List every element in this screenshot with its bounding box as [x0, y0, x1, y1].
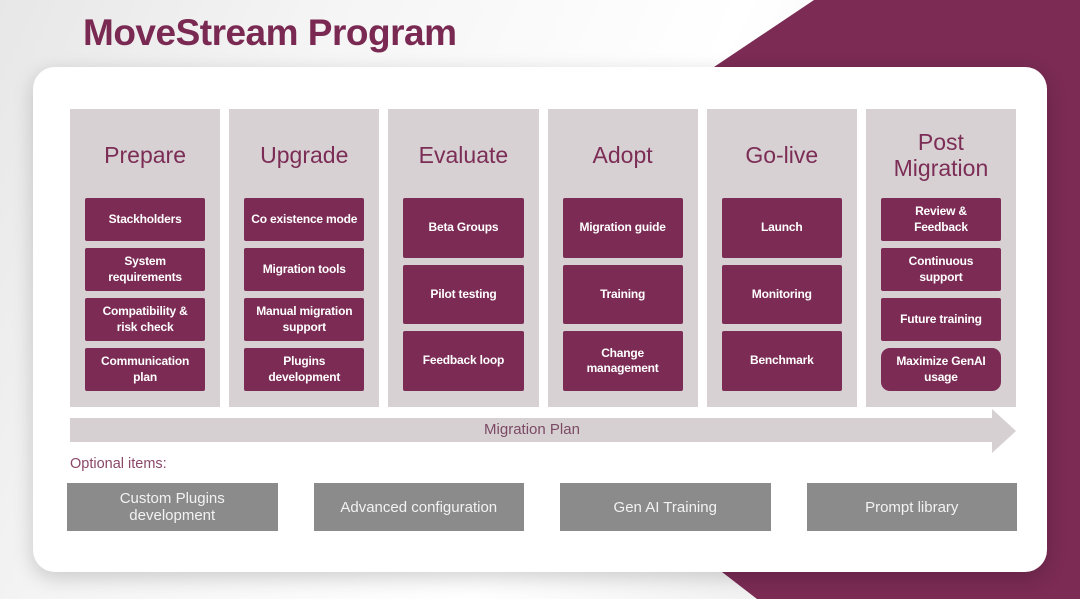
phase-item: Training [562, 264, 683, 325]
phase-column-go-live: Go-live Launch Monitoring Benchmark [706, 109, 857, 407]
phase-title: Prepare [104, 141, 186, 168]
optional-items-label: Optional items: [70, 456, 167, 472]
migration-plan-label: Migration Plan [484, 421, 580, 438]
phases-row: Prepare Stackholders System requirements… [70, 109, 1017, 407]
phase-item: Monitoring [721, 264, 842, 325]
phase-item: Maximize GenAI usage [880, 348, 1002, 391]
optional-item: Gen AI Training [560, 483, 771, 531]
right-arrow-shape [70, 409, 1016, 453]
phase-items: Review & Feedback Continuous support Fut… [880, 198, 1002, 391]
phase-title: Adopt [592, 141, 653, 168]
phase-column-upgrade: Upgrade Co existence mode Migration tool… [229, 109, 380, 407]
phase-items: Migration guide Training Change manageme… [562, 198, 683, 392]
phase-item: Future training [880, 298, 1002, 341]
phase-items: Launch Monitoring Benchmark [721, 198, 842, 392]
phase-item: Migration guide [562, 198, 683, 258]
migration-plan-arrow: Migration Plan [70, 408, 1016, 454]
phase-item: System requirements [85, 248, 206, 291]
phase-items: Beta Groups Pilot testing Feedback loop [403, 198, 524, 392]
phase-item: Change management [562, 331, 683, 392]
optional-items-row: Custom Plugins development Advanced conf… [67, 483, 1017, 531]
phase-item: Beta Groups [403, 198, 524, 258]
optional-item: Prompt library [806, 483, 1017, 531]
phase-title: Post Migration [893, 128, 989, 181]
phase-column-evaluate: Evaluate Beta Groups Pilot testing Feedb… [388, 109, 539, 407]
phase-item: Launch [721, 198, 842, 258]
phase-item: Manual migration support [244, 298, 365, 341]
phase-item: Co existence mode [244, 198, 365, 241]
optional-item: Custom Plugins development [67, 483, 278, 531]
phase-column-adopt: Adopt Migration guide Training Change ma… [547, 109, 698, 407]
phase-items: Co existence mode Migration tools Manual… [244, 198, 365, 391]
phase-items: Stackholders System requirements Compati… [85, 198, 206, 391]
phase-item: Benchmark [721, 331, 842, 392]
phase-item: Review & Feedback [880, 198, 1002, 241]
phase-item: Stackholders [85, 198, 206, 241]
phase-title: Upgrade [260, 141, 349, 168]
page-title: MoveStream Program [83, 12, 457, 53]
phase-item: Compatibility & risk check [85, 298, 206, 341]
phase-item: Feedback loop [403, 331, 524, 392]
phase-item: Continuous support [880, 248, 1002, 291]
phase-item: Plugins development [244, 348, 365, 391]
phase-title: Evaluate [418, 141, 509, 168]
phase-title: Go-live [745, 141, 819, 168]
phase-column-prepare: Prepare Stackholders System requirements… [70, 109, 221, 407]
phase-item: Pilot testing [403, 264, 524, 325]
phase-item: Communication plan [85, 348, 206, 391]
optional-item: Advanced configuration [313, 483, 524, 531]
phase-column-post-migration: Post Migration Review & Feedback Continu… [865, 109, 1017, 407]
phase-item: Migration tools [244, 248, 365, 291]
